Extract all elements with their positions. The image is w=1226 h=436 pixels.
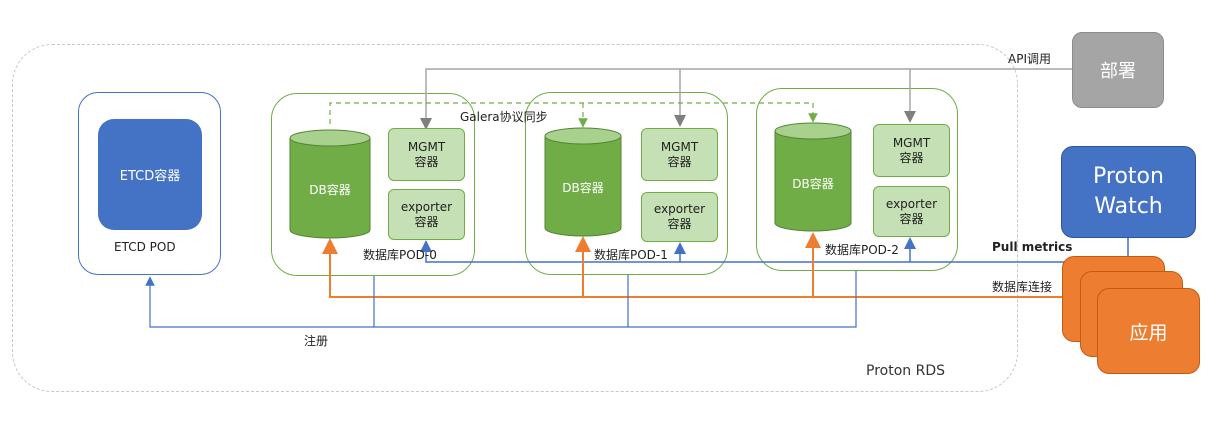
register-line-pod1	[374, 275, 629, 328]
pull-metrics-line	[420, 238, 1129, 263]
db-connection-label: 数据库连接	[992, 280, 1053, 294]
db-container-label-0: DB容器	[309, 183, 351, 197]
api-call-line	[420, 68, 1072, 130]
exporter-container-2: exporter 容器	[873, 186, 950, 237]
deploy-box: 部署	[1072, 32, 1164, 108]
proton-rds-region	[12, 44, 1018, 392]
db-cylinder-2	[774, 122, 852, 232]
exporter-container-1: exporter 容器	[641, 192, 718, 242]
db-pod-label-1: 数据库POD-1	[594, 248, 668, 262]
db-pod-label-0: 数据库POD-0	[363, 248, 437, 262]
galera-sync-label: Galera协议同步	[460, 110, 548, 124]
db-pod-0	[271, 93, 475, 276]
db-cylinder-1	[544, 127, 622, 237]
db-container-label-1: DB容器	[562, 181, 604, 195]
etcd-pod-label: ETCD POD	[114, 240, 176, 254]
mgmt-container-0: MGMT 容器	[388, 128, 465, 181]
register-line	[145, 276, 375, 328]
etcd-container: ETCD容器	[98, 119, 202, 230]
register-line-pod2	[628, 271, 857, 328]
db-pod-label-2: 数据库POD-2	[825, 243, 899, 257]
db-pod-1	[525, 92, 728, 275]
api-call-label: API调用	[1008, 52, 1051, 66]
pull-metrics-label: Pull metrics	[992, 240, 1073, 254]
galera-sync-line	[329, 102, 818, 124]
mgmt-container-1: MGMT 容器	[641, 128, 718, 181]
app-box: 应用	[1097, 288, 1200, 374]
register-label: 注册	[304, 334, 329, 348]
proton-watch-box: Proton Watch	[1061, 146, 1196, 238]
db-container-label-2: DB容器	[792, 177, 834, 191]
db-connection-line	[322, 238, 1062, 298]
exporter-container-0: exporter 容器	[388, 189, 465, 240]
proton-rds-label: Proton RDS	[866, 363, 945, 379]
mgmt-container-2: MGMT 容器	[873, 124, 950, 177]
